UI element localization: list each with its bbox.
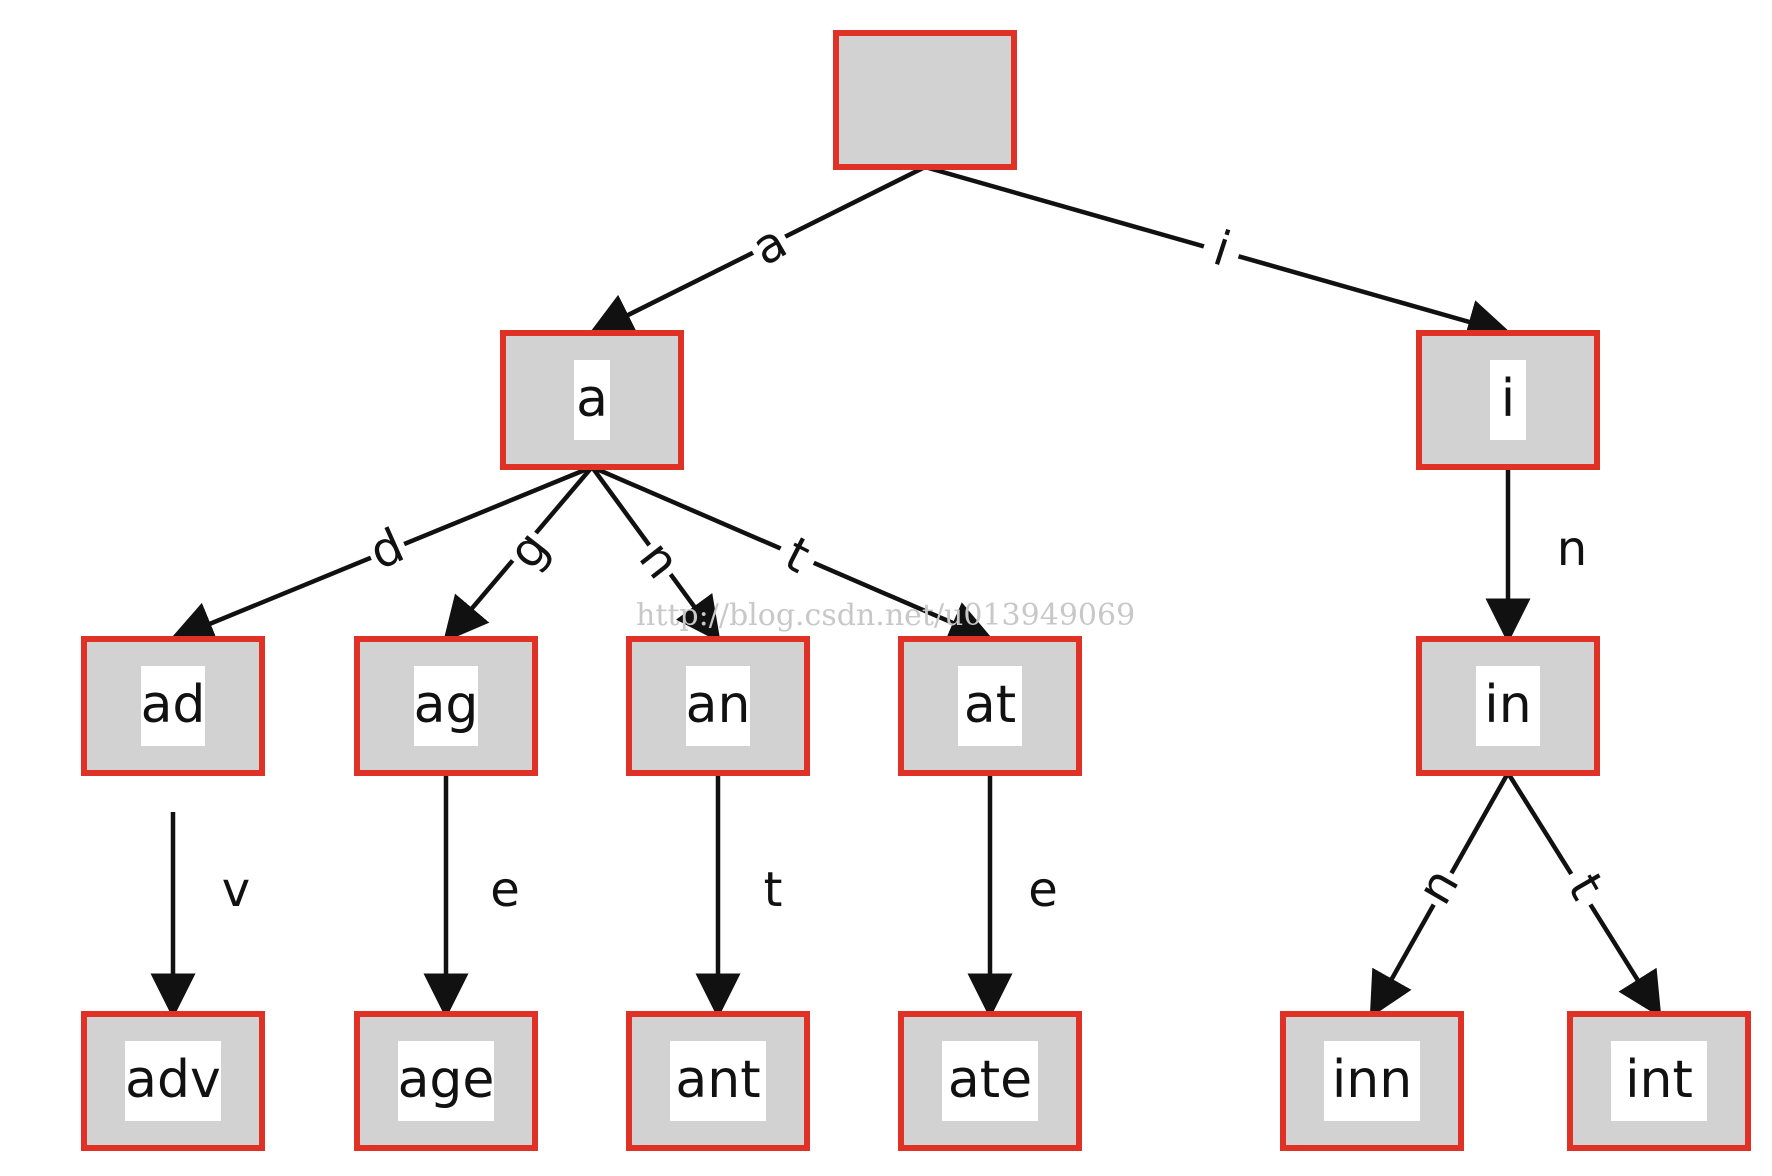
node-ate-label-background	[942, 1041, 1038, 1121]
node-ate: ate	[898, 1011, 1082, 1151]
node-i: i	[1416, 330, 1600, 470]
node-ant-label: ant	[675, 1050, 760, 1110]
node-an: an	[626, 636, 810, 776]
node-in-label-background	[1476, 666, 1540, 746]
node-a: a	[500, 330, 684, 470]
node-ad-label: ad	[141, 675, 206, 735]
node-ad-box	[81, 636, 265, 776]
edge-label-background	[218, 859, 254, 905]
edge-i-in-label-group: n	[1554, 518, 1590, 577]
node-int-label-background	[1611, 1041, 1707, 1121]
edge-label-background	[357, 513, 410, 571]
watermark-text: http://blog.csdn.net/u013949069	[636, 598, 1135, 633]
edge-ad-adv-label-group: v	[218, 859, 254, 918]
node-inn: inn	[1280, 1011, 1464, 1151]
edge-label-an-ant: t	[764, 862, 783, 918]
edge-label-background	[493, 516, 552, 574]
edge-label-ag-age: e	[490, 862, 520, 918]
node-inn-label: inn	[1332, 1050, 1412, 1110]
node-adv: adv	[81, 1011, 265, 1151]
node-i-label-background	[1490, 360, 1526, 440]
node-int: int	[1567, 1011, 1751, 1151]
node-at: at	[898, 636, 1082, 776]
edge-label-background	[487, 859, 523, 905]
node-age-label: age	[398, 1050, 495, 1110]
node-ad: ad	[81, 636, 265, 776]
edge-root-a-label-group: a	[738, 209, 796, 277]
node-ag-label-background	[414, 666, 478, 746]
node-adv-label: adv	[125, 1050, 221, 1110]
node-an-label: an	[686, 675, 751, 735]
node-in-label: in	[1484, 675, 1531, 735]
edge-label-background	[774, 519, 828, 577]
node-a-label-background	[574, 360, 610, 440]
node-at-label-background	[958, 666, 1022, 746]
node-ant-box	[626, 1011, 810, 1151]
node-root	[833, 30, 1017, 170]
edge-label-background	[1402, 855, 1461, 910]
node-in-box	[1416, 636, 1600, 776]
node-ant-label-background	[670, 1041, 766, 1121]
edge-a-ad-label-group: d	[357, 513, 412, 581]
edge-label-ad-adv: v	[222, 862, 250, 918]
node-a-label: a	[576, 369, 608, 429]
edge-at-ate-label-group: e	[1025, 859, 1061, 918]
node-ant: ant	[626, 1011, 810, 1151]
edge-a-an-label-group: n	[628, 526, 695, 589]
node-adv-label-background	[125, 1041, 221, 1121]
edge-label-background	[1563, 855, 1622, 910]
edge-label-background	[755, 859, 791, 905]
edge-label-at-ate: e	[1028, 862, 1058, 918]
edge-root-i-label-group: i	[1200, 214, 1249, 278]
edge-ag-age-label-group: e	[487, 859, 523, 918]
edge-a-at-label-group: t	[774, 519, 828, 585]
node-ag-label: ag	[414, 675, 479, 735]
edge-label-background	[1554, 518, 1590, 564]
edge-in-inn-label-group: n	[1402, 855, 1470, 914]
node-age-label-background	[398, 1041, 494, 1121]
edge-an-ant-label-group: t	[755, 859, 791, 918]
node-in: in	[1416, 636, 1600, 776]
edge-label-background	[738, 209, 793, 268]
edge-label-i-in: n	[1557, 521, 1587, 577]
node-int-label: int	[1625, 1050, 1693, 1110]
node-age: age	[354, 1011, 538, 1151]
node-an-label-background	[686, 666, 750, 746]
edge-label-background	[1025, 859, 1061, 905]
node-ad-label-background	[141, 666, 205, 746]
node-ag: ag	[354, 636, 538, 776]
node-inn-label-background	[1324, 1041, 1420, 1121]
edge-label-background	[1200, 214, 1249, 269]
node-ate-label: ate	[948, 1050, 1032, 1110]
node-root-box	[833, 30, 1017, 170]
edge-label-background	[636, 526, 695, 584]
node-at-label: at	[964, 675, 1016, 735]
node-i-label: i	[1501, 369, 1515, 429]
